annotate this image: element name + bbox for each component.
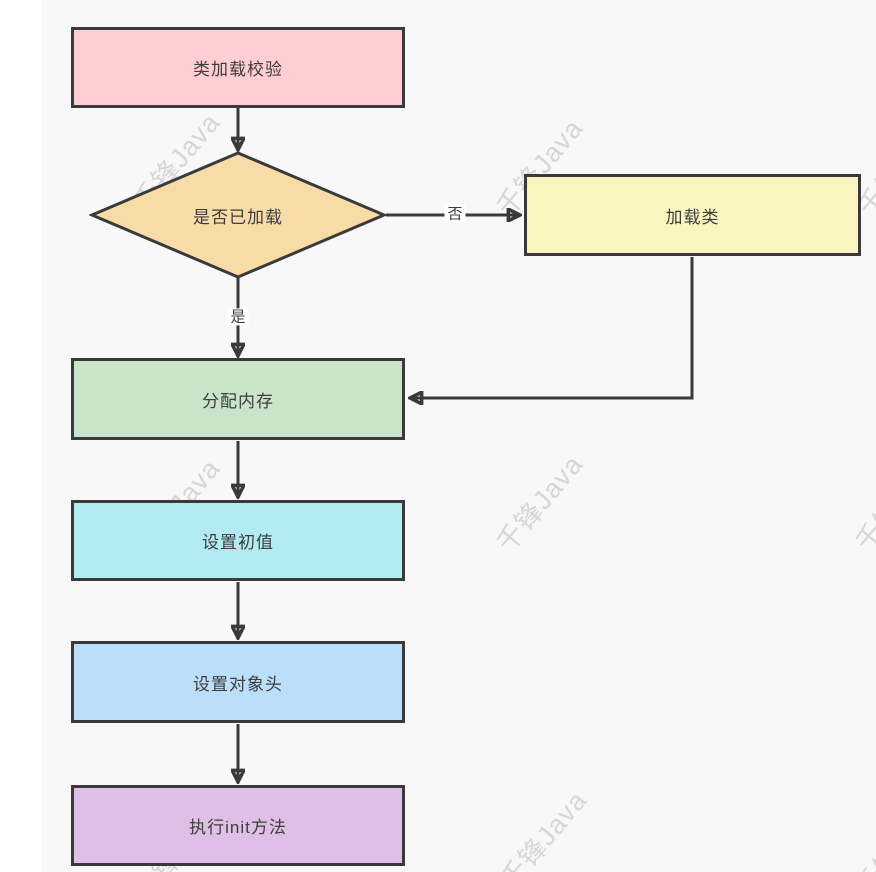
node-set-object-header: 设置对象头 [71,641,405,723]
node-label: 类加载校验 [193,60,283,79]
edge-loadclass-to-allocate [410,257,694,398]
left-margin-strip [0,0,42,872]
node-run-init-method: 执行init方法 [71,785,405,866]
node-allocate-memory: 分配内存 [71,358,405,440]
edge-label-no: 否 [444,205,466,223]
node-class-load-verify: 类加载校验 [71,27,405,108]
node-label: 是否已加载 [193,207,283,227]
node-set-initial-value: 设置初值 [71,500,405,581]
node-label: 分配内存 [202,391,274,411]
node-load-class: 加载类 [524,174,861,256]
edge-label-yes: 是 [227,308,249,326]
node-label: 设置初值 [202,533,274,552]
node-is-loaded: 是否已加载 [89,151,387,279]
node-label: 设置对象头 [193,674,283,694]
node-label: 加载类 [665,207,720,227]
node-label: 执行init方法 [189,818,287,837]
diamond-shape [89,151,387,279]
